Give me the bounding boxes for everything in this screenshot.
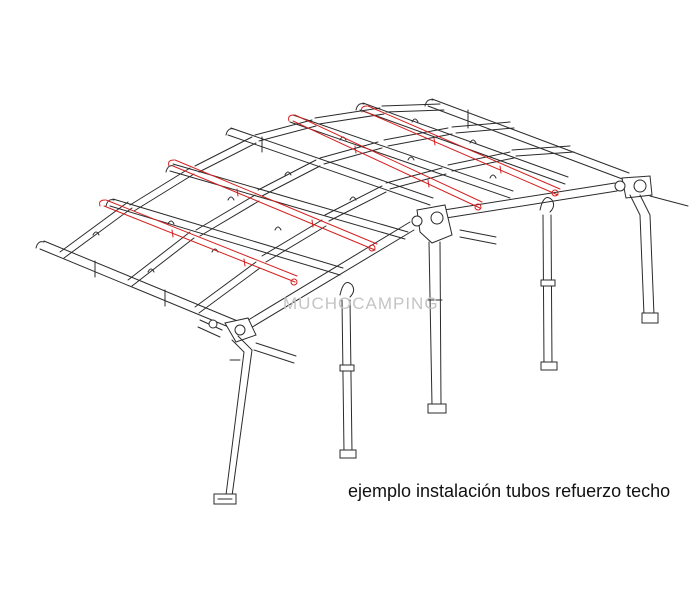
- center-pole-2: [539, 197, 558, 371]
- rafter-2: [109, 198, 344, 276]
- rafter-4: [227, 127, 434, 206]
- rafter-5: [289, 114, 514, 199]
- roof-clips: [35, 99, 497, 273]
- legs: [213, 194, 659, 505]
- roof-purlins: [59, 103, 575, 314]
- rafter-7: [427, 98, 630, 181]
- front-beam: [197, 182, 689, 364]
- caption: ejemplo instalación tubos refuerzo techo: [348, 481, 671, 501]
- right-corner-joint: [614, 175, 653, 199]
- left-corner-joint: [208, 317, 257, 343]
- roof-reinforcement-tubes: [99, 105, 561, 286]
- reinforcement-tube-3: [288, 114, 483, 211]
- middle-corner-joint: [411, 204, 453, 244]
- leg-front-left: [213, 335, 253, 505]
- leg-right: [629, 194, 659, 324]
- watermark: MUCHOCAMPING: [283, 294, 439, 313]
- reinforcement-tube-1: [99, 199, 298, 286]
- corner-joints: [208, 175, 653, 343]
- reinforcement-tube-4: [361, 105, 561, 197]
- rafter-3: [169, 163, 409, 240]
- rafter-6: [359, 102, 569, 185]
- rafter-1: [39, 240, 241, 331]
- reinforcement-tube-2: [168, 159, 378, 252]
- center-pole-1: [339, 282, 357, 459]
- leg-middle: [427, 241, 447, 414]
